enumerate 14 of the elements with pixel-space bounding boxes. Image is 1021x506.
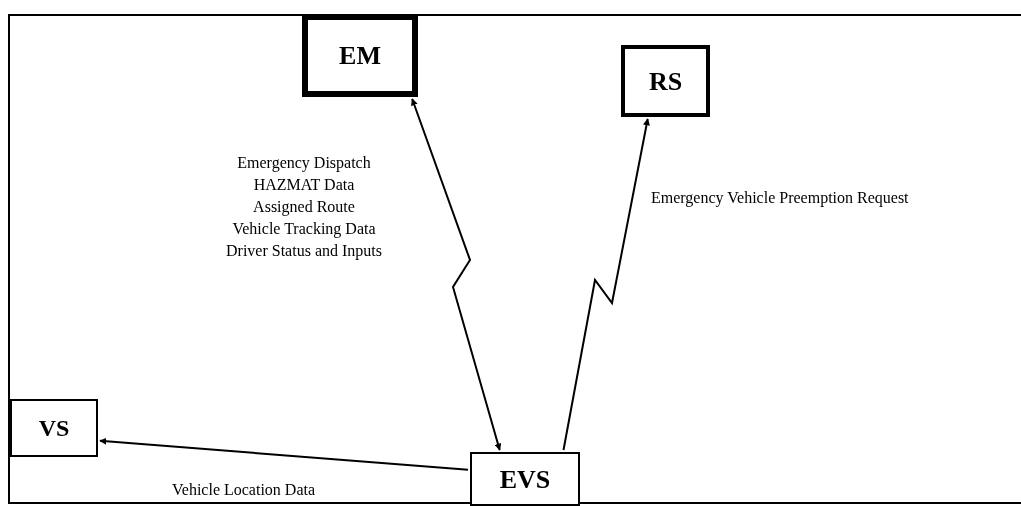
data-flow-label: Assigned Route: [253, 197, 355, 218]
arrow: [99, 437, 469, 471]
data-flow-label: Driver Status and Inputs: [226, 241, 382, 262]
arrow: [562, 118, 650, 451]
data-flow-label: Vehicle Tracking Data: [232, 219, 376, 240]
edge-label: Vehicle Location Data: [172, 480, 316, 500]
system-box: EM: [302, 14, 418, 97]
arrow: [411, 98, 502, 451]
data-flow-label: Emergency Dispatch: [237, 153, 371, 174]
system-box: RS: [621, 45, 710, 117]
system-box: VS: [10, 399, 98, 457]
data-flow-label: HAZMAT Data: [253, 175, 355, 195]
system-box: EVS: [470, 452, 580, 506]
edge-label: Emergency Vehicle Preemption Request: [651, 188, 909, 209]
